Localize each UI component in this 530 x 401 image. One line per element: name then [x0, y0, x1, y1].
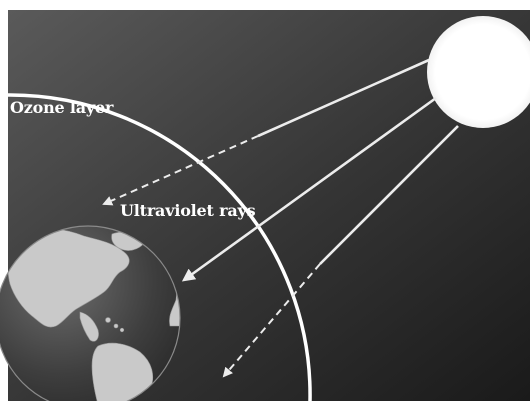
- ultraviolet-rays-label: Ultraviolet rays: [120, 201, 256, 220]
- earth-globe-icon: [0, 226, 180, 401]
- ozone-layer-label: Ozone layer: [10, 98, 114, 117]
